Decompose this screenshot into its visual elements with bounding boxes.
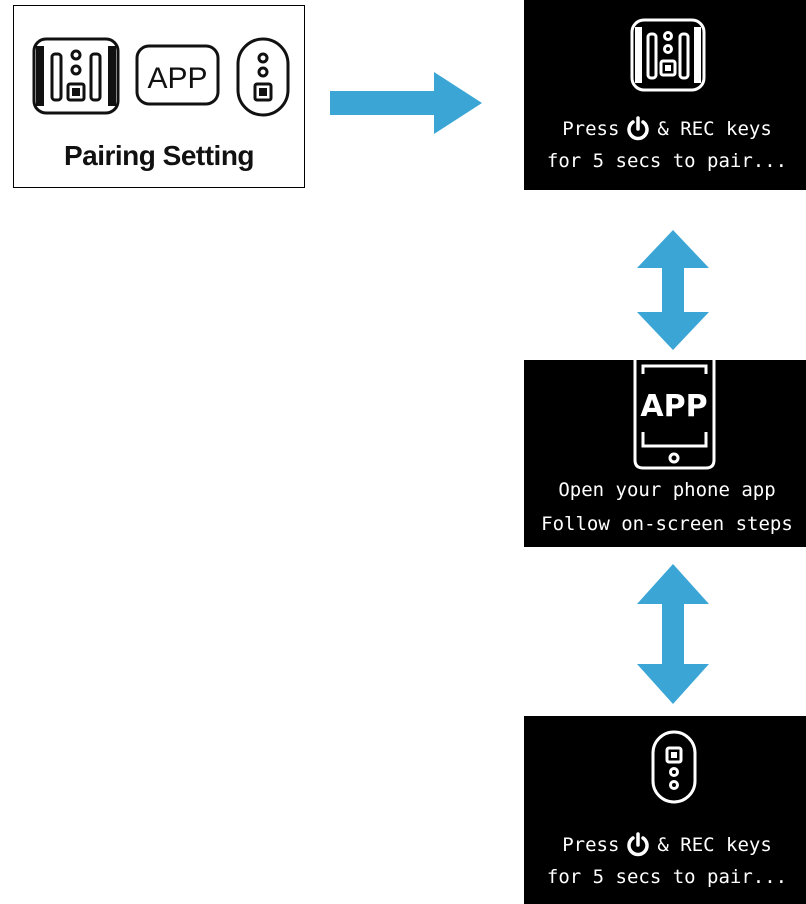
hold-duration-line: for 5 secs to pair...	[546, 150, 788, 172]
press-instruction-line: Press & REC keys	[524, 116, 806, 142]
dual-remote-icon	[630, 18, 706, 92]
phone-app-screen: APP Open your phone app Follow on-screen…	[524, 360, 806, 547]
single-remote-icon	[651, 730, 697, 804]
app-icon-text: APP	[147, 62, 207, 95]
press-word: Press	[562, 118, 620, 140]
hold-duration-line: for 5 secs to pair...	[546, 866, 788, 888]
open-app-line: Open your phone app	[558, 479, 776, 501]
dual-remote-icon	[32, 37, 120, 115]
pair-remote-screen: Press & REC keys for 5 secs to pair...	[524, 0, 806, 190]
press-rest: & REC keys	[657, 834, 772, 856]
right-arrow	[330, 72, 482, 134]
pair-single-remote-screen: Press & REC keys for 5 secs to pair...	[524, 716, 806, 904]
double-arrow-1	[637, 230, 709, 350]
menu-icons: APP	[32, 37, 290, 117]
app-icon: APP	[135, 44, 220, 106]
phone-app-icon-text: APP	[640, 389, 707, 424]
single-remote-icon	[236, 37, 290, 117]
phone-app-icon: APP	[633, 360, 716, 470]
press-instruction-line: Press & REC keys	[524, 832, 806, 858]
press-rest: & REC keys	[657, 118, 772, 140]
press-word: Press	[562, 834, 620, 856]
double-arrow-2	[637, 564, 709, 704]
follow-steps-line: Follow on-screen steps	[541, 513, 793, 535]
power-icon	[627, 116, 650, 141]
power-icon	[627, 832, 650, 857]
pairing-setting-card[interactable]: APP Pairing Setting	[13, 5, 305, 188]
pairing-setting-label: Pairing Setting	[63, 140, 255, 171]
